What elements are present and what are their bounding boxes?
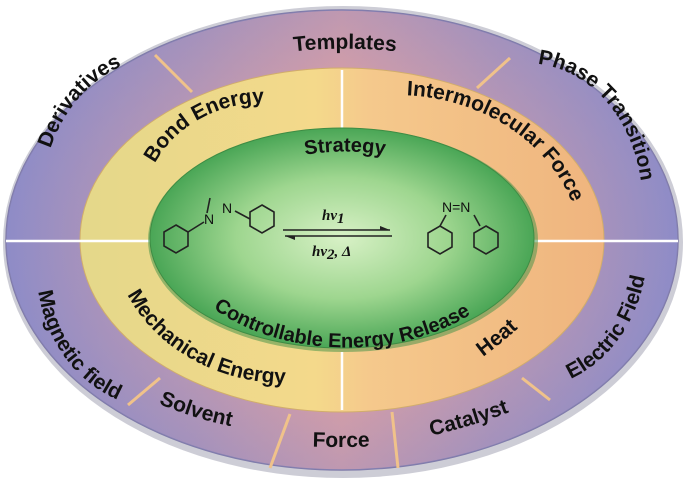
bond-left-2 [206,197,211,214]
forward-condition: hv1 [322,208,345,227]
label-templates: Templates [292,31,398,57]
divider-outer-lr [521,376,551,402]
nitrogen-left-1: N [204,211,214,227]
nitrogen-right: N=N [442,199,470,215]
benzene-ring-right-a [427,225,453,255]
equilibrium-arrows: hv1 hv2, Δ [283,208,392,263]
divider-outer-ul [153,53,194,94]
reverse-arrowhead [285,236,295,240]
bond-right-1 [439,214,447,227]
label-force: Force [312,429,369,452]
cis-azobenzene-structure: N=N [427,199,499,255]
label-strategy: Strategy [303,134,388,159]
benzene-ring-right-b [473,225,499,255]
inner-ellipse [149,127,535,349]
divider-outer-ll [127,376,161,407]
reverse-condition: hv2, Δ [312,244,351,263]
bond-left-3 [234,210,251,220]
forward-arrowhead [380,226,390,230]
divider-outer-ur [475,56,512,90]
divider-outer-br [390,411,400,469]
benzene-ring-left-b [249,204,275,234]
divider-outer-bl [268,413,292,469]
trans-azobenzene-structure: N N [163,197,275,254]
bond-left-1 [187,221,205,233]
nitrogen-left-2: N [222,200,232,216]
bond-right-2 [473,214,481,227]
